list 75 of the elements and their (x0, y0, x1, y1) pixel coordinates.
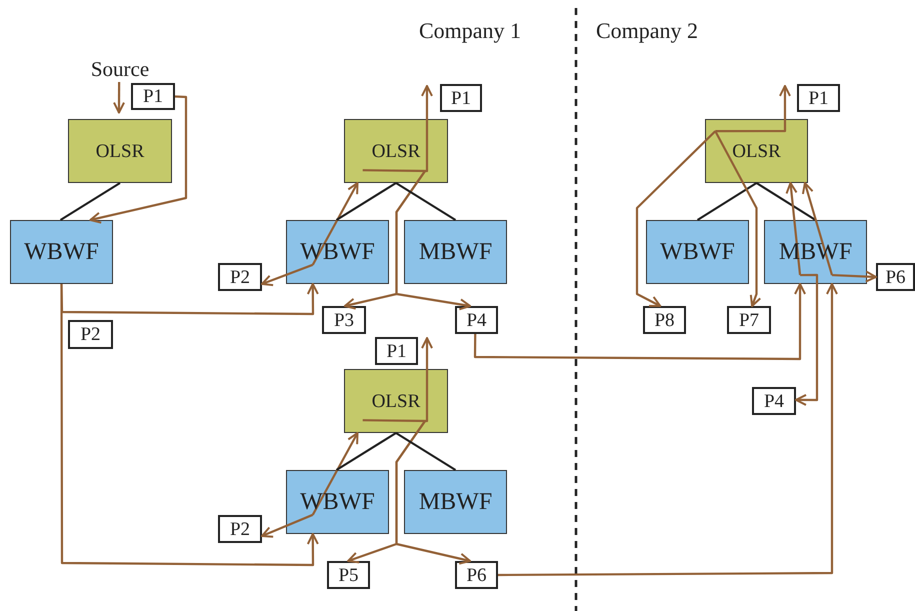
node-text: MBWF (418, 490, 492, 514)
packet-tag (455, 561, 498, 589)
arrow (795, 274, 818, 406)
filter-box (10, 220, 113, 284)
connector-line (756, 182, 816, 221)
node-text: P6 (885, 268, 906, 286)
node-text: P4 (466, 310, 487, 330)
arrow (802, 182, 834, 276)
filter-box (404, 470, 507, 534)
arrow (832, 270, 877, 283)
connector-line (696, 182, 758, 221)
packet-tag (876, 263, 915, 291)
filter-box (404, 220, 507, 284)
node-text: OLSR (372, 392, 420, 410)
arrow (113, 82, 125, 114)
packet-tag (218, 515, 262, 543)
arrow (715, 84, 791, 132)
packet-tag (455, 306, 498, 334)
node-text: P1 (142, 87, 164, 106)
node-text: WBWF (24, 240, 99, 264)
node-text: OLSR (96, 142, 144, 160)
node-text: MBWF (418, 240, 492, 264)
arrow (474, 283, 806, 360)
node-text: Source (90, 58, 150, 80)
packet-tag (727, 306, 771, 334)
olsr-box (705, 119, 808, 183)
node-text: P1 (808, 88, 829, 108)
packet-tag (322, 306, 366, 334)
arrow (60, 284, 319, 566)
node-text: WBWF (660, 240, 735, 264)
arrow (362, 337, 434, 422)
connector-line (336, 432, 397, 471)
connector-line (336, 182, 397, 221)
packet-tag (375, 337, 418, 365)
connector-line (395, 182, 456, 221)
arrow (261, 514, 314, 538)
arrow (89, 95, 188, 224)
arrow (395, 420, 472, 565)
arrow (714, 130, 762, 307)
packet-tag (643, 306, 686, 334)
node-text: P7 (738, 310, 760, 330)
node-text: P2 (80, 325, 101, 344)
packet-tag (68, 320, 113, 349)
packet-tag (218, 263, 262, 291)
olsr-box (344, 119, 448, 183)
arrow (261, 264, 314, 286)
olsr-box (68, 119, 172, 183)
packet-tag (797, 84, 840, 112)
node-text: P6 (466, 566, 487, 584)
arrow (498, 283, 838, 576)
node-text: OLSR (372, 142, 420, 160)
packet-tag (327, 561, 370, 589)
arrow (362, 84, 433, 172)
connector-line (395, 432, 456, 471)
node-text: P1 (450, 88, 472, 108)
node-text: P5 (338, 566, 359, 584)
arrow (786, 182, 802, 276)
packet-tag (440, 84, 482, 112)
packet-tag (131, 83, 175, 110)
node-text: OLSR (732, 142, 781, 160)
arrow (60, 283, 319, 316)
node-text: P2 (230, 268, 250, 286)
node-text: P4 (764, 392, 784, 410)
node-text: P2 (230, 520, 250, 538)
connector-line (60, 182, 121, 221)
olsr-box (344, 369, 448, 433)
filter-box (646, 220, 749, 284)
packet-tag (752, 387, 796, 415)
arrow (636, 130, 716, 307)
node-text: P3 (334, 310, 354, 330)
node-text: P8 (654, 310, 675, 330)
node-text: P1 (386, 342, 407, 360)
region-label: Company 1 (419, 18, 522, 44)
region-label: Company 2 (596, 18, 698, 44)
arrow (395, 170, 472, 310)
